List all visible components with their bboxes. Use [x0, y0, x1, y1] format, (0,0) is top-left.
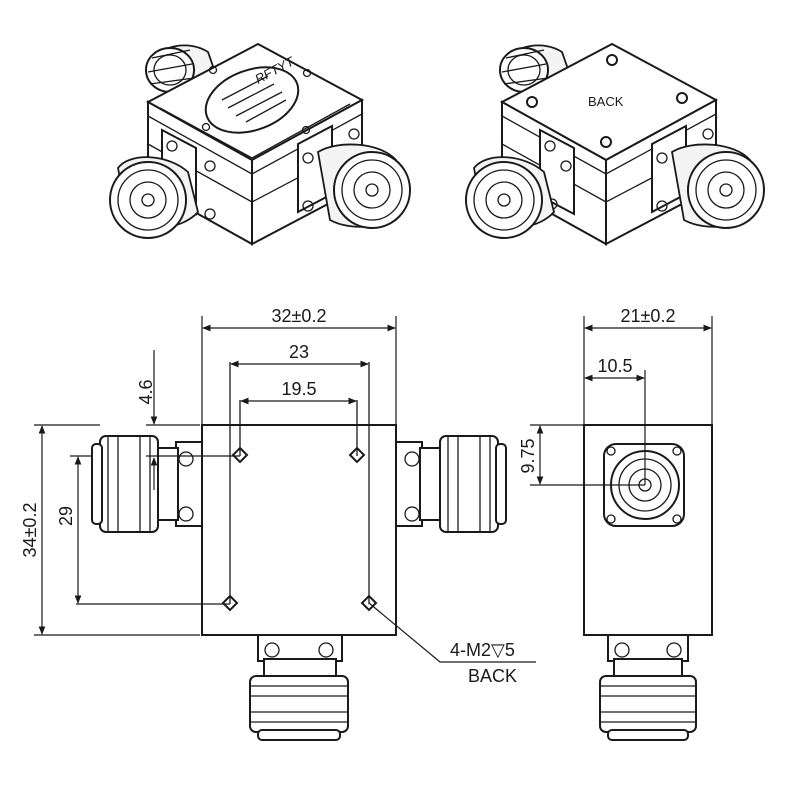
iso-back-label: BACK — [588, 94, 624, 109]
iso-back-view: BACK — [465, 42, 765, 246]
hole-callout-side: BACK — [468, 666, 517, 686]
mount-hole-top-right — [348, 446, 366, 464]
dim-hole-offset-top: 4.6 — [136, 379, 156, 404]
dim-connector-offset-y: 9.75 — [518, 438, 538, 473]
dim-connector-offset-x: 10.5 — [597, 356, 632, 376]
hole-callout: 4-M2▽5 — [450, 640, 515, 660]
iso-front-connector-right — [297, 124, 411, 229]
front-view-connector-left — [91, 435, 203, 533]
dim-width-total: 32±0.2 — [272, 306, 327, 326]
dim-height-total: 34±0.2 — [20, 503, 40, 558]
front-view-connector-right — [395, 435, 507, 533]
dim-side-width-total: 21±0.2 — [621, 306, 676, 326]
iso-front-view: RFTYT — [109, 42, 411, 246]
side-view-connector-bottom — [599, 634, 697, 741]
dim-hole-span-inner: 19.5 — [281, 379, 316, 399]
front-view-connector-bottom — [249, 634, 349, 741]
iso-back-connector-left — [465, 128, 575, 239]
iso-front-connector-left — [109, 128, 216, 239]
mount-hole-top-left — [231, 446, 249, 464]
mount-hole-bottom-right — [360, 594, 378, 612]
front-view: 32±0.2 23 19.5 4.6 34±0.2 29 4-M2▽5 BACK — [20, 306, 536, 741]
iso-back-connector-right — [651, 124, 765, 229]
mount-hole-bottom-left — [221, 594, 239, 612]
dim-hole-span-outer: 23 — [289, 342, 309, 362]
dim-hole-span-vertical: 29 — [56, 506, 76, 526]
iso-logo-label — [204, 66, 300, 134]
side-view: 21±0.2 10.5 9.75 — [518, 306, 713, 741]
